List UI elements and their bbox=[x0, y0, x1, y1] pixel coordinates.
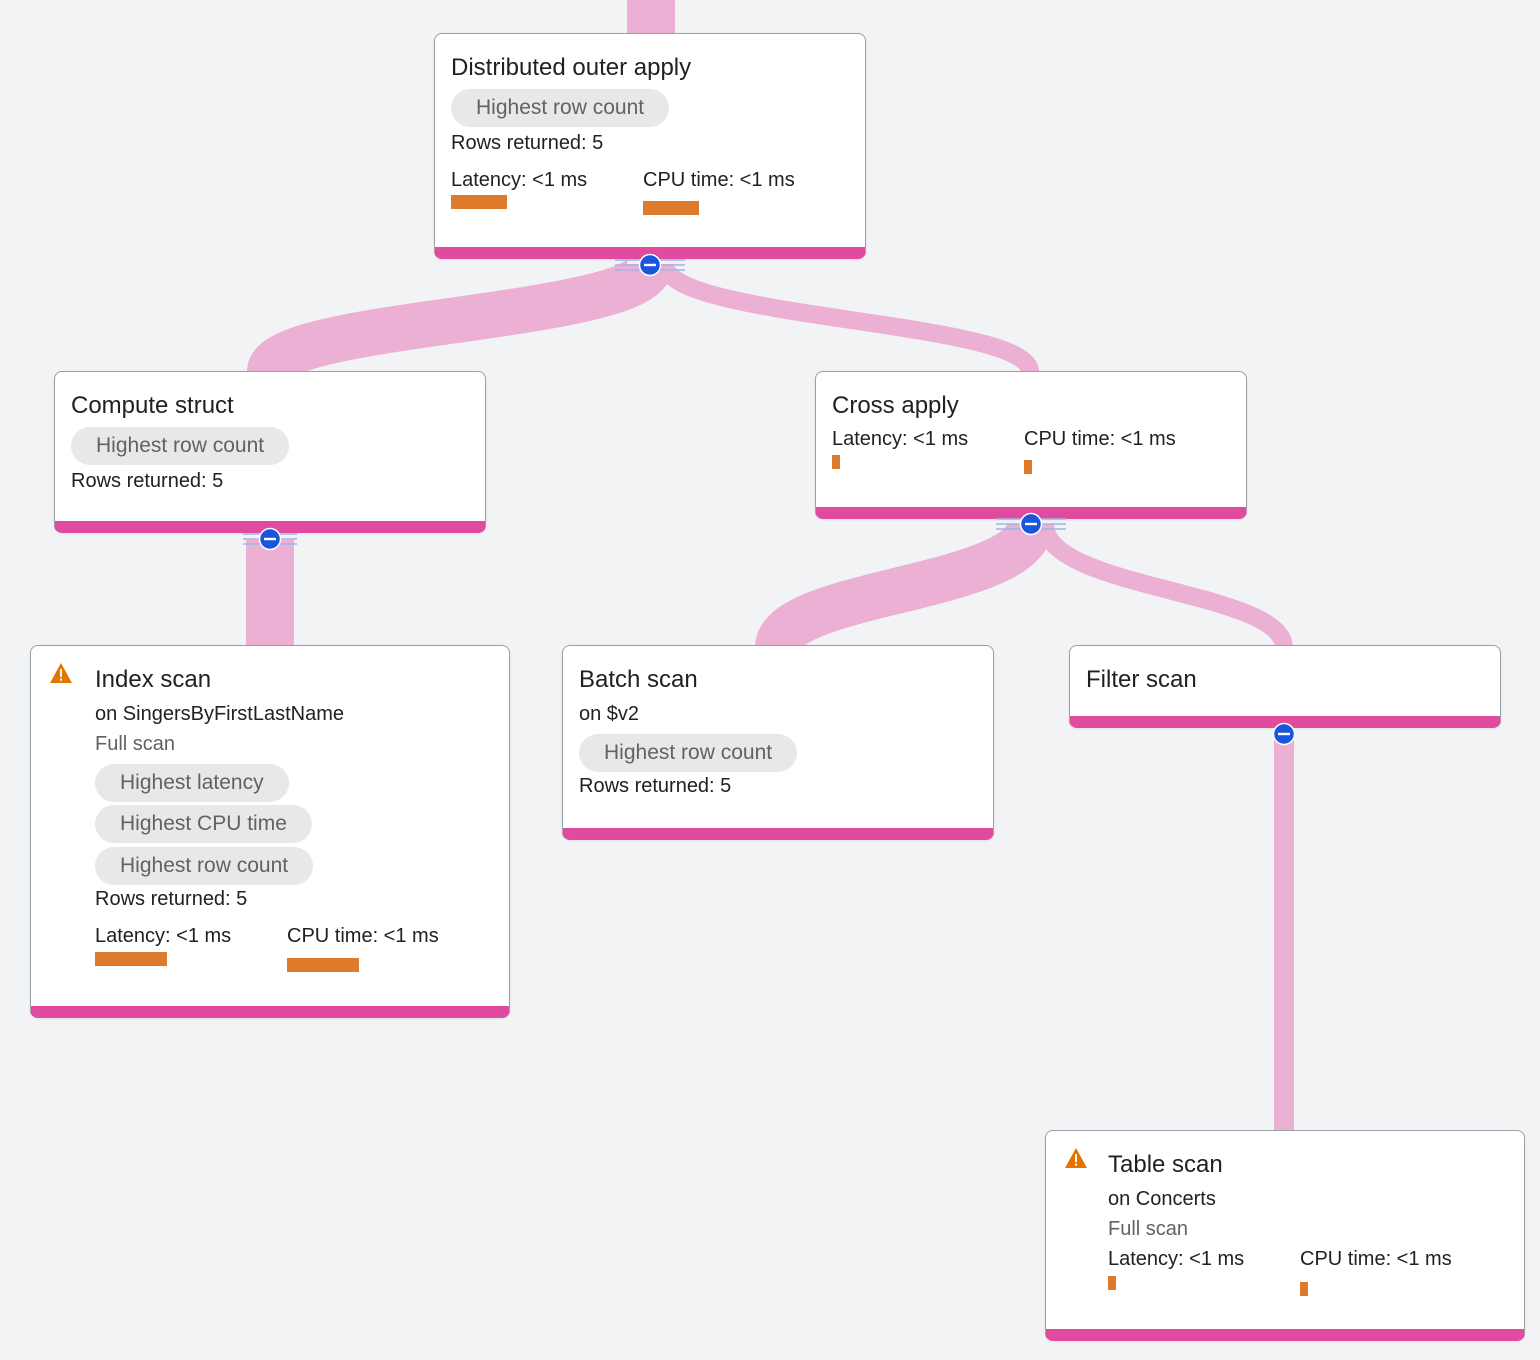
cpu-time-label: CPU time: <1 ms bbox=[643, 169, 795, 191]
latency-bar bbox=[832, 455, 840, 469]
collapse-icon[interactable] bbox=[994, 512, 1068, 536]
node-compute-struct[interactable]: Compute struct Highest row count Rows re… bbox=[54, 371, 486, 533]
latency-bar bbox=[451, 195, 507, 209]
node-index-scan[interactable]: Index scan on SingersByFirstLastName Ful… bbox=[30, 645, 510, 1018]
edge-compute-to-index bbox=[246, 540, 294, 648]
scan-target: on $v2 bbox=[579, 703, 640, 725]
node-cross-apply[interactable]: Cross apply Latency: <1 ms CPU time: <1 … bbox=[815, 371, 1247, 519]
node-title: Distributed outer apply bbox=[451, 54, 692, 81]
rows-returned: Rows returned: 5 bbox=[451, 132, 604, 154]
edge-filter-to-table bbox=[1274, 728, 1294, 1132]
latency-label: Latency: <1 ms bbox=[451, 169, 588, 191]
rows-returned: Rows returned: 5 bbox=[95, 888, 248, 910]
cpu-time-bar bbox=[1300, 1282, 1308, 1296]
collapse-icon[interactable] bbox=[613, 253, 687, 277]
node-title: Index scan bbox=[95, 666, 212, 693]
edge-cross-to-filter bbox=[1036, 522, 1293, 650]
cpu-time-label: CPU time: <1 ms bbox=[1024, 428, 1176, 450]
highest-row-count-chip: Highest row count bbox=[95, 847, 314, 885]
scan-type: Full scan bbox=[1108, 1218, 1189, 1240]
latency-bar bbox=[1108, 1276, 1116, 1290]
edge-cross-to-batch bbox=[755, 519, 1053, 653]
node-title: Filter scan bbox=[1086, 666, 1197, 693]
node-table-scan[interactable]: Table scan on Concerts Full scan Latency… bbox=[1045, 1130, 1525, 1341]
cpu-time-label: CPU time: <1 ms bbox=[1300, 1248, 1452, 1270]
highest-row-count-chip: Highest row count bbox=[71, 427, 290, 465]
scan-target: on Concerts bbox=[1108, 1188, 1216, 1210]
node-title: Cross apply bbox=[832, 392, 959, 419]
latency-label: Latency: <1 ms bbox=[1108, 1248, 1245, 1270]
node-title: Batch scan bbox=[579, 666, 698, 693]
cpu-time-bar bbox=[643, 201, 699, 215]
node-distributed-outer-apply[interactable]: Distributed outer apply Highest row coun… bbox=[434, 33, 866, 259]
highest-cpu-time-chip: Highest CPU time bbox=[95, 805, 312, 843]
warning-icon bbox=[1065, 1148, 1087, 1168]
rows-returned: Rows returned: 5 bbox=[71, 470, 224, 492]
highest-latency-chip: Highest latency bbox=[95, 764, 289, 802]
cpu-time-bar bbox=[287, 958, 359, 972]
highest-row-count-chip: Highest row count bbox=[579, 734, 798, 772]
collapse-icon[interactable] bbox=[233, 527, 307, 551]
warning-icon bbox=[50, 663, 72, 683]
node-title: Table scan bbox=[1108, 1151, 1223, 1178]
edge-root-input bbox=[627, 0, 675, 34]
cpu-time-label: CPU time: <1 ms bbox=[287, 925, 439, 947]
node-batch-scan[interactable]: Batch scan on $v2 Highest row count Rows… bbox=[562, 645, 994, 840]
latency-bar bbox=[95, 952, 167, 966]
latency-label: Latency: <1 ms bbox=[95, 925, 232, 947]
edge-outer-to-compute bbox=[247, 255, 673, 382]
cpu-time-bar bbox=[1024, 460, 1032, 474]
collapse-icon[interactable] bbox=[1247, 722, 1321, 746]
scan-target: on SingersByFirstLastName bbox=[95, 703, 344, 725]
scan-type: Full scan bbox=[95, 733, 176, 755]
rows-returned: Rows returned: 5 bbox=[579, 775, 732, 797]
node-title: Compute struct bbox=[71, 392, 234, 419]
highest-row-count-chip: Highest row count bbox=[451, 89, 670, 127]
node-filter-scan[interactable]: Filter scan bbox=[1069, 645, 1501, 728]
latency-label: Latency: <1 ms bbox=[832, 428, 969, 450]
edge-outer-to-cross bbox=[656, 261, 1039, 375]
